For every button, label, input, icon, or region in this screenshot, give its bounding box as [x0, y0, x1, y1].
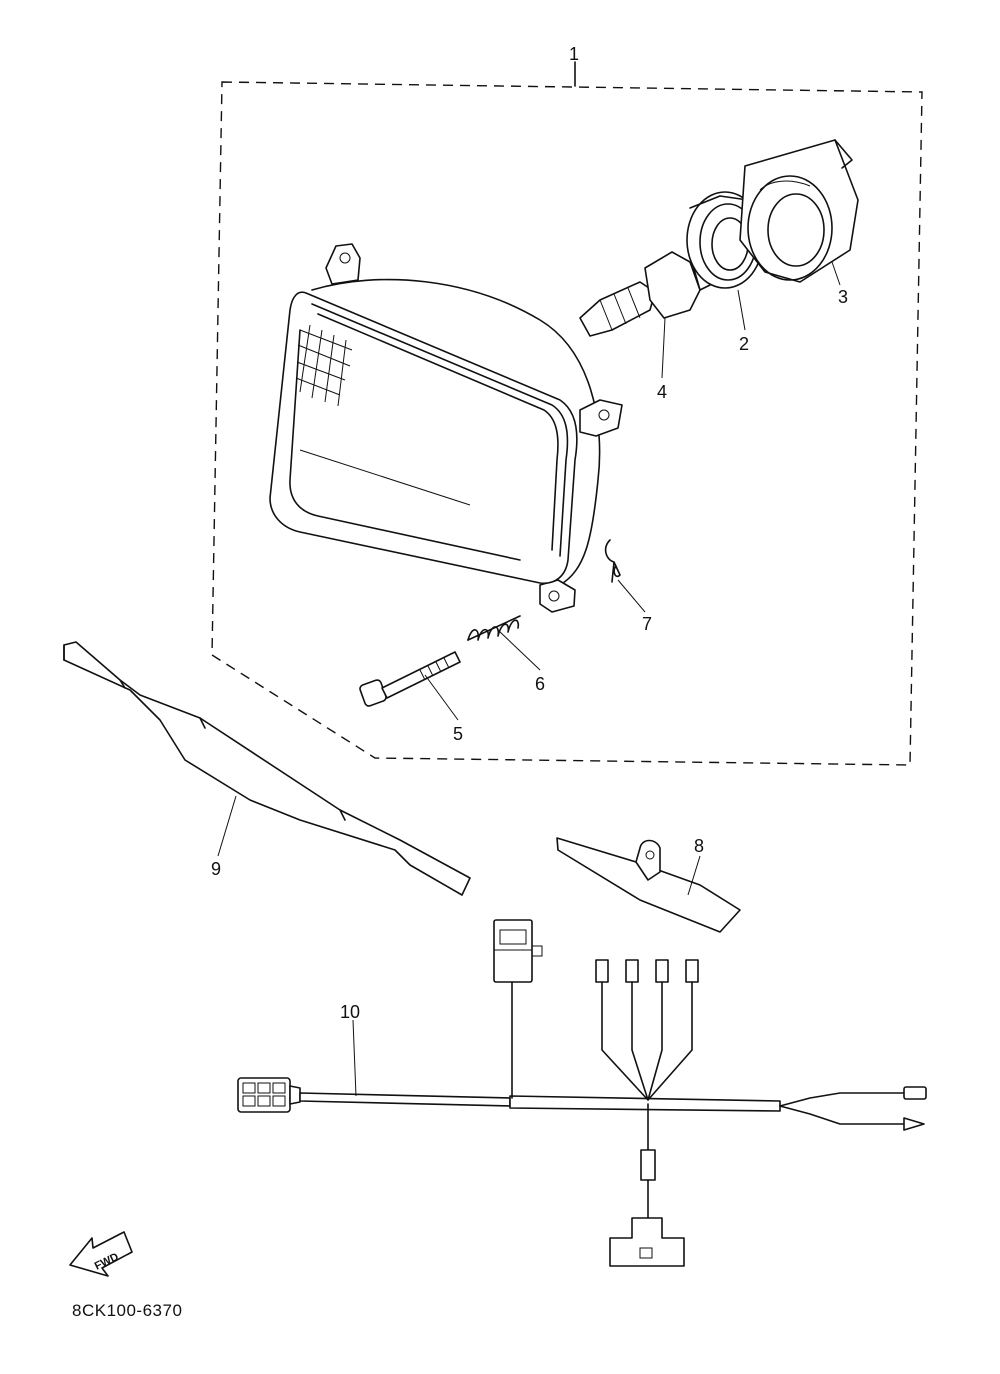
- callout-2: 2: [739, 334, 749, 354]
- small-bracket[interactable]: [556, 837, 741, 933]
- callout-8: 8: [694, 836, 704, 856]
- socket-cover[interactable]: [739, 139, 859, 283]
- fwd-arrow-icon: FWD: [69, 1231, 133, 1277]
- callout-7: 7: [642, 614, 652, 634]
- long-bracket[interactable]: [63, 641, 471, 896]
- leader-lines: [217, 261, 841, 1097]
- headlight-unit[interactable]: [269, 243, 623, 613]
- callout-10: 10: [340, 1002, 360, 1022]
- wire-harness[interactable]: [237, 919, 927, 1267]
- adjusting-screw[interactable]: [359, 651, 461, 707]
- callout-4: 4: [657, 382, 667, 402]
- headlight-assembly-boundary: [211, 61, 923, 766]
- callout-labels: 1 2 3 4 5 6 7 8 9 10: [211, 44, 848, 1022]
- callout-6: 6: [535, 674, 545, 694]
- callout-5: 5: [453, 724, 463, 744]
- callout-9: 9: [211, 859, 221, 879]
- clip[interactable]: [604, 539, 621, 583]
- drawing-code: 8CK100-6370: [72, 1301, 182, 1320]
- callout-1: 1: [569, 44, 579, 64]
- spring[interactable]: [467, 615, 521, 641]
- callout-3: 3: [838, 287, 848, 307]
